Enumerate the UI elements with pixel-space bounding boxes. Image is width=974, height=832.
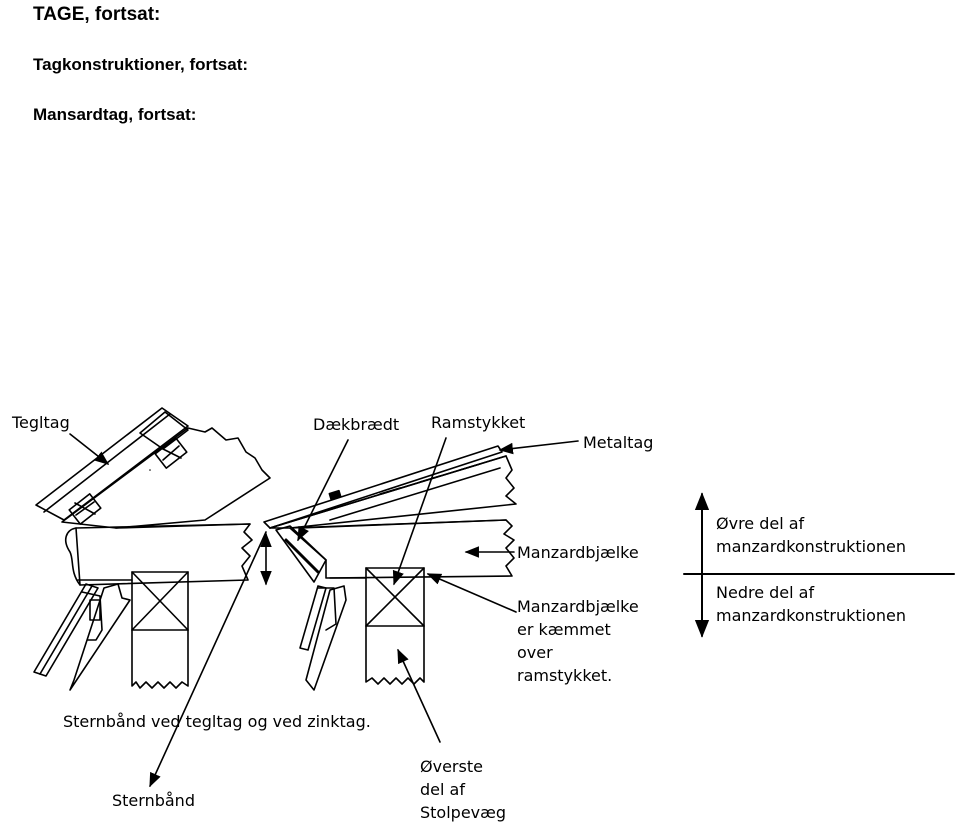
label-nedre-1: Nedre del af (716, 583, 815, 602)
label-overste-1: Øverste (420, 757, 483, 776)
label-tegltag: Tegltag (12, 413, 70, 432)
subsection-heading: Mansardtag, fortsat: (33, 105, 197, 124)
label-sternbaand-both: Sternbånd ved tegltag og ved zinktag. (63, 712, 371, 731)
arrow-sternbaand (149, 531, 267, 788)
roof-boards (269, 455, 517, 529)
label-metaltag: Metaltag (583, 433, 654, 452)
arrow-tegltag (69, 433, 110, 465)
metal-roof (263, 445, 503, 529)
left-roof-detail (33, 407, 271, 691)
arrow-overste (397, 648, 441, 743)
arrow-daekbraedt (297, 439, 349, 542)
label-kaemmet-3: over (517, 643, 553, 662)
label-overste-3: Stolpevæg (420, 803, 506, 822)
manzard-beam-left (75, 523, 253, 586)
tile-band (35, 407, 189, 521)
label-manzardbjaelke: Manzardbjælke (517, 543, 639, 562)
label-kaemmet-1: Manzardbjælke (517, 597, 639, 616)
arrow-metaltag (498, 440, 579, 455)
arrow-kaemmet (426, 573, 517, 613)
label-daekbraedt: Dækbrædt (313, 415, 400, 434)
label-kaemmet-2: er kæmmet (517, 620, 611, 639)
label-ramstykket: Ramstykket (431, 413, 526, 432)
manzard-beam-right (289, 519, 515, 579)
label-ovre-1: Øvre del af (716, 514, 805, 533)
right-roof-detail (263, 445, 517, 691)
page-heading: TAGE, fortsat: (33, 4, 161, 25)
section-heading: Tagkonstruktioner, fortsat: (33, 55, 249, 74)
label-nedre-2: manzardkonstruktionen (716, 606, 907, 625)
fascia-board (275, 525, 327, 583)
lower-tile-band (33, 583, 99, 677)
label-sternbaand: Sternbånd (112, 791, 195, 810)
ridge-tile (139, 411, 189, 450)
stud-left (131, 571, 189, 631)
ramstykke (365, 567, 425, 627)
label-overste-2: del af (420, 780, 465, 799)
arrow-ramstykket (392, 437, 447, 586)
label-kaemmet-4: ramstykket. (517, 666, 613, 685)
label-ovre-2: manzardkonstruktionen (716, 537, 907, 556)
upper-rafter (61, 427, 271, 529)
